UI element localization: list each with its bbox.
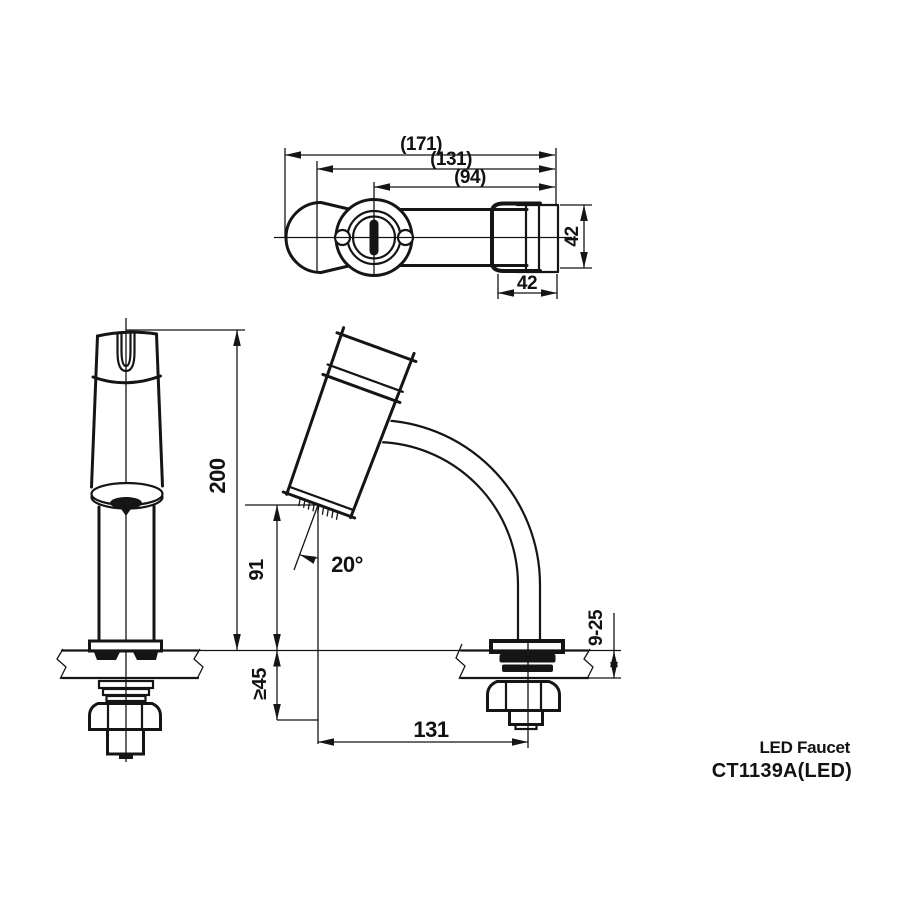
head-band <box>91 374 162 385</box>
spout-body-top-view <box>396 208 529 267</box>
product-name: LED Faucet <box>759 738 850 757</box>
mounting-side-view <box>486 639 565 731</box>
logo-slot-outer <box>116 332 136 373</box>
title-block: LED Faucet CT1139A(LED) <box>712 738 852 782</box>
counter-side-view <box>455 643 621 680</box>
dim-spray-angle-label: 20° <box>331 552 363 577</box>
dim-outlet-height-label: 91 <box>246 559 268 581</box>
front-view: 200 <box>56 318 462 762</box>
dim-spout-center-label: (94) <box>454 167 486 188</box>
dim-reach-label: (131) <box>430 149 472 170</box>
logo-slot-inner <box>120 332 132 368</box>
counter-front-view <box>56 648 204 680</box>
faucet-head-side-view <box>281 326 418 520</box>
side-view: 91 ≥45 20° 131 9-25 <box>245 326 621 748</box>
faucet-head-front-view <box>90 330 164 516</box>
dim-deck-thickness-label: 9-25 <box>586 609 607 646</box>
faucet-body-front-view <box>97 504 156 643</box>
gooseneck-spout <box>373 418 542 645</box>
dim-base-width-label: 42 <box>517 273 537 294</box>
dim-total-height-label: 200 <box>205 458 230 493</box>
dim-reach-bottom-label: 131 <box>413 717 448 742</box>
mounting-nut-front <box>88 702 162 731</box>
outlet-hole <box>110 497 142 509</box>
dim-base-depth-label: 42 <box>562 226 583 246</box>
mounting-nut-side <box>486 680 561 712</box>
top-view-dimensions: (171) (131) (94) 42 42 <box>284 134 592 299</box>
side-view-dimensions: 91 ≥45 20° 131 9-25 <box>245 504 618 746</box>
shank-side <box>508 709 544 726</box>
dim-min-clearance-label: ≥45 <box>249 668 271 700</box>
top-view: (171) (131) (94) 42 42 <box>274 134 592 299</box>
front-view-dimensions: 200 <box>126 329 462 652</box>
product-code: CT1139A(LED) <box>712 760 852 782</box>
dim-overall-length-label: (171) <box>400 134 442 155</box>
mounting-front-view <box>88 639 163 759</box>
head-band-side <box>321 372 402 405</box>
